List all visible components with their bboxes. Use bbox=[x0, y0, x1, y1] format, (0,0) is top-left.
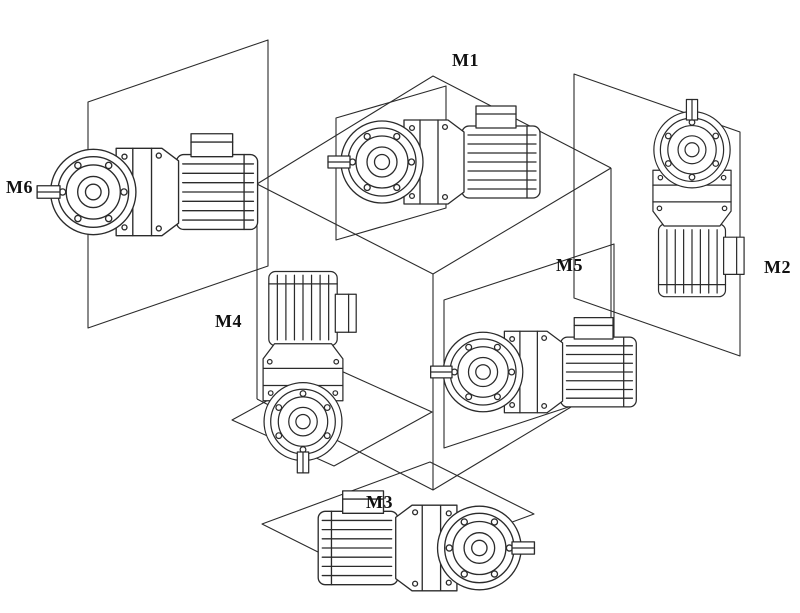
label-m6: M6 bbox=[6, 177, 33, 197]
label-m3: M3 bbox=[366, 492, 393, 512]
gearmotor-m5 bbox=[430, 317, 637, 414]
gearmotor-m6 bbox=[36, 133, 259, 237]
gearmotor-m3 bbox=[317, 490, 536, 592]
label-m5: M5 bbox=[556, 255, 583, 275]
label-m1: M1 bbox=[452, 50, 479, 70]
mounting-plane-m6 bbox=[87, 39, 269, 329]
label-m2: M2 bbox=[764, 257, 791, 277]
mounting-plane-m1 bbox=[335, 85, 447, 241]
label-m4: M4 bbox=[215, 311, 242, 331]
